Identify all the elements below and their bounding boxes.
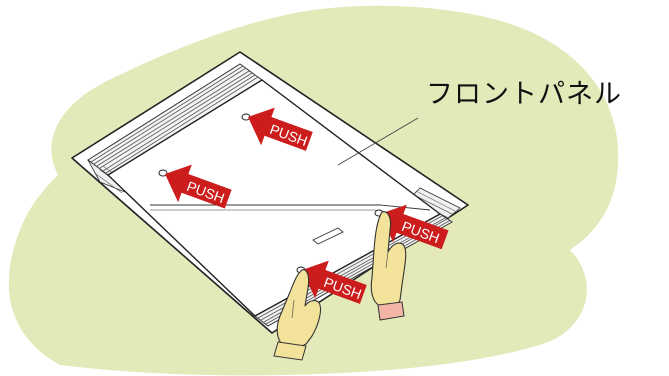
- callout-label: フロントパネル: [426, 79, 622, 110]
- panel-tab: [312, 227, 344, 245]
- front-panel: [107, 79, 441, 317]
- callout-leader-line: [337, 117, 419, 166]
- glove-wrist: [273, 341, 307, 361]
- bottom-gloved-hand-icon: [273, 269, 322, 361]
- top-louver-lines: [90, 65, 259, 174]
- right-gloved-hand-icon: [370, 211, 407, 321]
- latch-hole-left: [158, 169, 168, 177]
- glove-cuff: [377, 301, 405, 321]
- panel-inner-edge: [150, 204, 431, 211]
